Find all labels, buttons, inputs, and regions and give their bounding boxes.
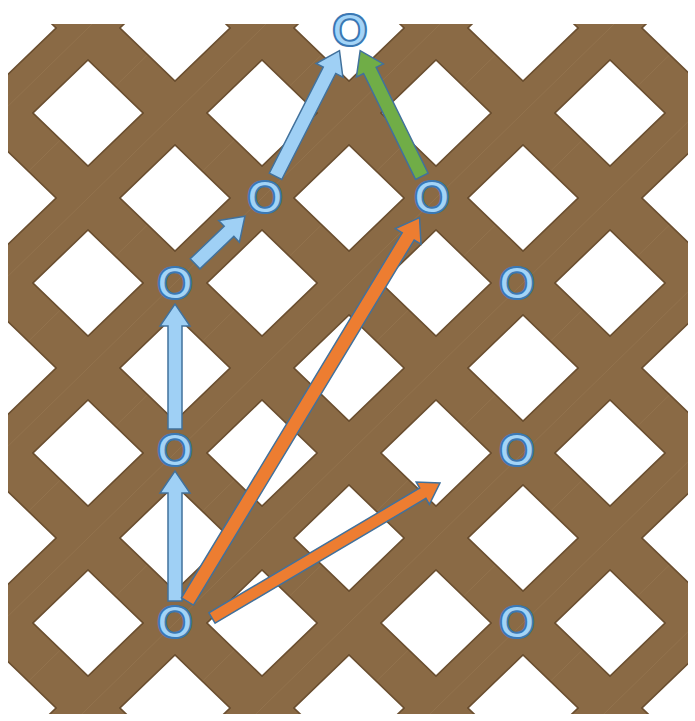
lattice-hole	[294, 655, 404, 721]
lattice-wood	[8, 24, 688, 714]
ring-letter: O	[157, 260, 193, 306]
lattice-hole	[468, 315, 578, 421]
lattice-hole	[381, 570, 491, 676]
lattice-hole	[642, 655, 695, 721]
lattice-hole	[642, 315, 695, 421]
lattice-hole	[0, 145, 56, 251]
ring-marker: O	[157, 599, 193, 645]
lattice-hole	[468, 145, 578, 251]
ring-marker: O	[499, 260, 535, 306]
lattice-hole	[468, 655, 578, 721]
lattice-hole	[0, 655, 56, 721]
ring-letter: O	[332, 7, 368, 53]
ring-marker: O	[157, 260, 193, 306]
lattice-hole	[642, 485, 695, 591]
ring-marker: O	[414, 174, 450, 220]
lattice-hole	[468, 485, 578, 591]
lattice-hole	[0, 315, 56, 421]
ring-marker: O	[499, 599, 535, 645]
block-arrow	[190, 216, 245, 269]
lattice-hole	[120, 655, 230, 721]
lattice-hole	[33, 60, 143, 166]
lattice-hole	[0, 145, 56, 251]
lattice-hole	[0, 485, 56, 591]
ring-letter: O	[414, 174, 450, 220]
wood-grain	[0, 0, 627, 721]
ring-marker: O	[157, 427, 193, 473]
ring-letter: O	[499, 260, 535, 306]
block-arrow	[160, 471, 190, 601]
ring-letter: O	[157, 599, 193, 645]
ring-marker: O	[332, 7, 368, 53]
lattice-hole	[294, 655, 404, 721]
lattice-hole	[555, 230, 665, 336]
lattice-hole	[120, 145, 230, 251]
ring-marker: O	[247, 174, 283, 220]
lattice-hole	[294, 145, 404, 251]
wood-grain	[71, 0, 695, 721]
lattice-hole	[642, 145, 695, 251]
lattice-hole	[0, 315, 56, 421]
lattice-hole	[33, 570, 143, 676]
lattice-hole	[0, 485, 56, 591]
wood-grain	[245, 0, 695, 721]
ring-letter: O	[499, 599, 535, 645]
lattice-hole	[555, 400, 665, 506]
lattice-hole	[33, 230, 143, 336]
lattice-hole	[555, 60, 665, 166]
block-arrow	[356, 51, 428, 180]
ring-letter: O	[247, 174, 283, 220]
ring-letter: O	[499, 427, 535, 473]
block-arrow	[269, 51, 343, 180]
lattice-hole	[468, 655, 578, 721]
lattice-hole	[0, 655, 56, 721]
ring-letter: O	[157, 427, 193, 473]
lattice-hole	[555, 570, 665, 676]
lattice-hole	[120, 655, 230, 721]
lattice-hole	[33, 400, 143, 506]
wood-grain	[0, 0, 453, 721]
lattice-hole	[642, 485, 695, 591]
block-arrow	[181, 218, 421, 605]
lattice-hole	[642, 655, 695, 721]
block-arrow	[160, 304, 190, 429]
lattice-hole	[642, 145, 695, 251]
lattice-hole	[642, 315, 695, 421]
ring-marker: O	[499, 427, 535, 473]
wood-grain	[158, 0, 695, 721]
